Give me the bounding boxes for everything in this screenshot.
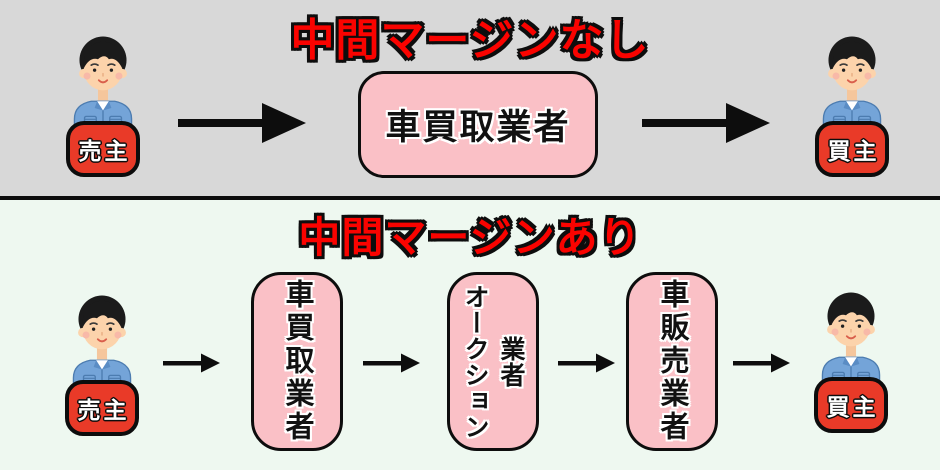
dealer-auction-label-left: オークション [461,283,489,440]
seller-badge: 売主 [66,121,140,177]
bottom-seller: 売主 [60,292,144,436]
arrow-right-icon [363,350,421,376]
arrow-right-icon [178,100,308,146]
bottom-title: 中間マージンあり [298,214,642,261]
worker-person-icon [810,33,894,130]
car-sales-dealer-box: 車販売業者 [626,272,718,451]
arrow-right-icon [642,100,772,146]
car-buyer-dealer-box: 車買取業者 [358,71,598,178]
arrow-right-icon [558,350,616,376]
arrow-right-icon [733,350,791,376]
worker-person-icon [60,292,144,389]
dealer-auction-box: 業者 オークション [447,272,539,451]
car-buyer-dealer-label: 車買取業者 [281,279,313,444]
car-buyer-dealer-label: 車買取業者 [385,108,571,147]
top-seller: 売主 [61,33,145,177]
seller-badge-label: 売主 [77,397,130,423]
seller-badge-label: 売主 [78,138,131,164]
dealer-auction-label: 業者 オークション [457,278,529,446]
top-buyer: 買主 [810,33,894,177]
bottom-buyer: 買主 [809,289,893,433]
car-sales-dealer-label: 車販売業者 [656,279,688,444]
car-buyer-dealer-box: 車買取業者 [251,272,343,451]
seller-badge: 売主 [65,380,139,436]
top-title: 中間マージンなし [290,16,650,65]
worker-person-icon [809,289,893,386]
buyer-badge: 買主 [814,377,888,433]
arrow-right-icon [163,350,221,376]
dealer-auction-label-right: 業者 [497,335,525,388]
worker-person-icon [61,33,145,130]
section-no-margin: 中間マージンなし 売主 車買取業者 買主 [0,0,940,196]
section-with-margin: 中間マージンあり 売主 車買取業者 業者 オークション 車販売業者 [0,200,940,470]
buyer-badge-label: 買主 [827,138,880,164]
section-divider [0,196,940,200]
buyer-badge: 買主 [815,121,889,177]
buyer-badge-label: 買主 [826,394,879,420]
